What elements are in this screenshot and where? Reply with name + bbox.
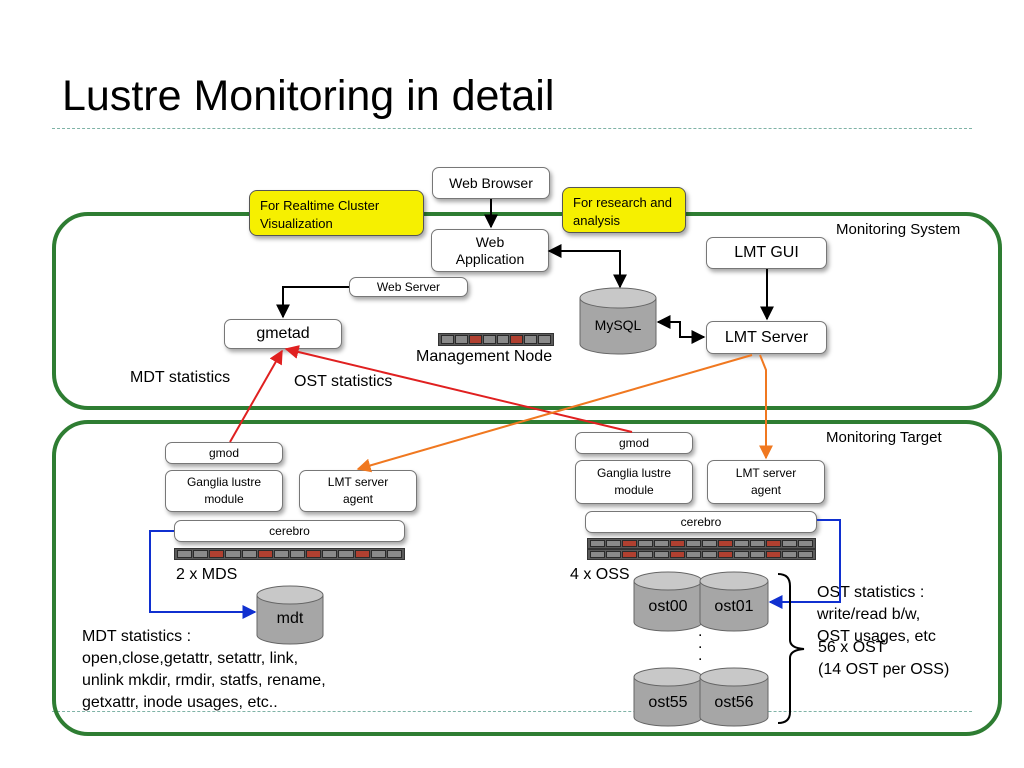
mds-cerebro-box: cerebro	[174, 520, 405, 542]
monitoring-system-label: Monitoring System	[836, 221, 961, 238]
management-node-server-image	[438, 333, 554, 346]
oss-ganglia-module-box: Ganglia lustre module	[575, 460, 693, 504]
web-browser-box: Web Browser	[432, 167, 550, 199]
mds-server-image	[174, 548, 405, 560]
research-analysis-note: For research and analysis	[562, 187, 686, 233]
mds-ganglia-module-box: Ganglia lustre module	[165, 470, 283, 512]
oss-lmt-agent-box: LMT server agent	[707, 460, 825, 504]
ost-count-label: 56 x OST (14 OST per OSS)	[818, 639, 950, 678]
mds-lmt-agent-box: LMT server agent	[299, 470, 417, 512]
management-node-label: Management Node	[416, 348, 553, 365]
footer-separator	[52, 711, 972, 712]
page-title: Lustre Monitoring in detail	[62, 72, 555, 120]
ost-statistics-label: OST statistics	[294, 373, 393, 390]
web-application-box: Web Application	[431, 229, 549, 272]
mds-gmod-box: gmod	[165, 442, 283, 464]
oss-server-image-1	[587, 538, 816, 549]
gmetad-box: gmetad	[224, 319, 342, 349]
mdt-statistics-label: MDT statistics	[130, 369, 231, 386]
lmt-server-box: LMT Server	[706, 321, 827, 354]
realtime-visualization-note: For Realtime Cluster Visualization	[249, 190, 424, 236]
title-separator	[52, 128, 972, 129]
web-server-box: Web Server	[349, 277, 468, 297]
oss-cerebro-box: cerebro	[585, 511, 817, 533]
mdt-statistics-details: MDT statistics : open,close,getattr, set…	[82, 628, 326, 711]
mds-count-label: 2 x MDS	[176, 566, 238, 583]
oss-server-image-2	[587, 549, 816, 560]
ost-ellipsis: ...	[698, 623, 703, 664]
ost-statistics-details: OST statistics : write/read b/w, OST usa…	[817, 584, 936, 645]
oss-gmod-box: gmod	[575, 432, 693, 454]
lmt-gui-box: LMT GUI	[706, 237, 827, 269]
monitoring-target-label: Monitoring Target	[826, 429, 942, 446]
oss-count-label: 4 x OSS	[570, 566, 630, 583]
